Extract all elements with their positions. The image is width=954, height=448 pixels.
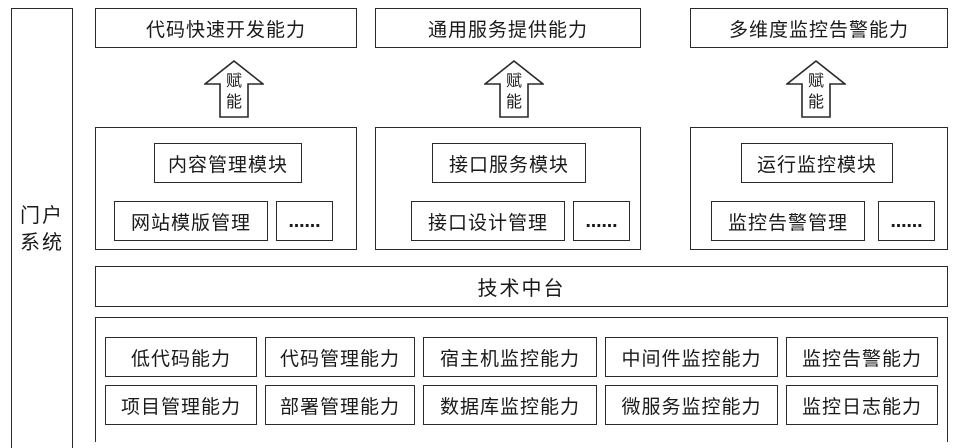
capability-label: 代码快速开发能力 [145,18,306,41]
module-more-item: …… [878,201,935,241]
grid-cell: 监控日志能力 [786,385,938,425]
grid-cell: 数据库监控能力 [423,385,597,425]
tech-platform-bar: 技术中台 [95,266,948,307]
grid-cell: 低代码能力 [105,337,257,377]
module-title: 运行监控模块 [741,143,893,183]
module-sub-item: 监控告警管理 [711,201,865,241]
empower-arrow: 赋能 [786,60,846,118]
grid-cell: 宿主机监控能力 [423,337,597,377]
empower-label: 赋能 [807,71,824,111]
module-more-item: …… [573,201,630,241]
module-sub-item: 接口设计管理 [411,201,565,241]
grid-cell: 项目管理能力 [105,385,257,425]
portal-system-box: 门户系统 [11,8,73,448]
capability-box-code-dev: 代码快速开发能力 [95,8,357,48]
capability-label: 通用服务提供能力 [427,18,588,41]
empower-label: 赋能 [225,71,242,111]
capability-box-general-service: 通用服务提供能力 [375,8,641,48]
module-more-item: …… [276,201,333,241]
module-sub-item: 网站模版管理 [114,201,268,241]
module-title: 接口服务模块 [432,143,586,183]
grid-cell: 部署管理能力 [265,385,415,425]
grid-cell: 微服务监控能力 [605,385,778,425]
up-arrow-icon [484,60,544,118]
empower-arrow: 赋能 [484,60,544,118]
portal-system-label: 门户系统 [20,202,64,254]
up-arrow-icon [786,60,846,118]
module-title: 内容管理模块 [154,143,302,183]
capability-box-monitoring: 多维度监控告警能力 [690,8,948,48]
empower-arrow: 赋能 [204,60,264,118]
up-arrow-icon [204,60,264,118]
tech-platform-label: 技术中台 [477,276,566,300]
capability-label: 多维度监控告警能力 [728,18,909,41]
grid-cell: 监控告警能力 [786,337,938,377]
grid-cell: 代码管理能力 [265,337,415,377]
empower-label: 赋能 [505,71,522,111]
grid-cell: 中间件监控能力 [605,337,778,377]
